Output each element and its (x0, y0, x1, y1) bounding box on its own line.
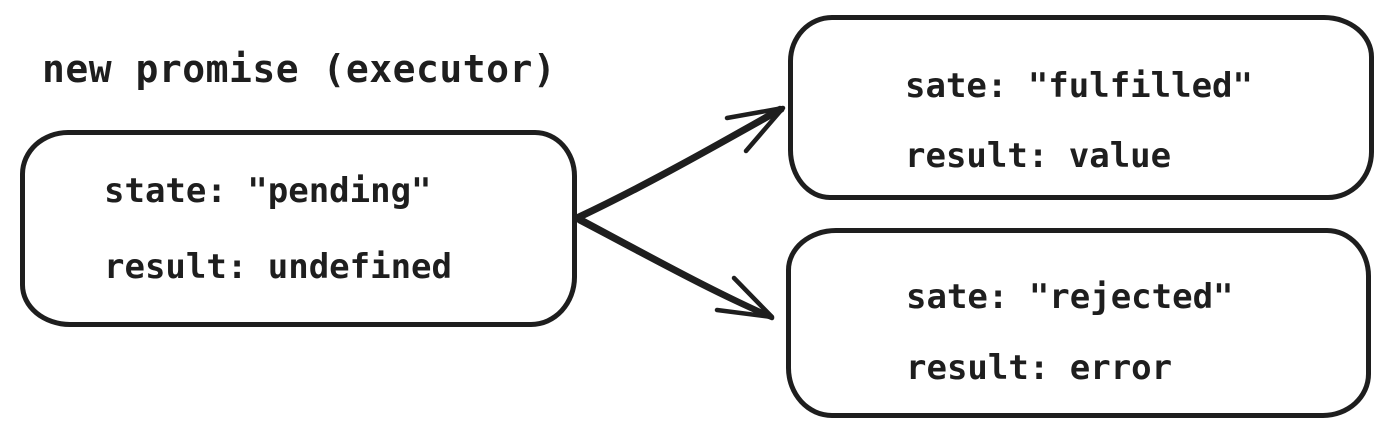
rejected-state-text: sate: "rejected" (906, 277, 1234, 317)
arrowhead-fulfilled (724, 105, 786, 154)
arrow-to-fulfilled (573, 105, 786, 223)
arrow-to-rejected (573, 213, 775, 321)
arrowhead-rejected (714, 275, 775, 320)
rejected-result-text: result: error (906, 348, 1173, 388)
diagram-title: new promise (executor) (42, 47, 557, 91)
pending-result-text: result: undefined (104, 247, 452, 287)
promise-fulfilled-node: sate: "fulfilled" result: value (788, 15, 1374, 200)
pending-state-text: state: "pending" (104, 171, 432, 211)
fulfilled-state-text: sate: "fulfilled" (905, 66, 1253, 106)
promise-pending-node: state: "pending" result: undefined (20, 130, 577, 327)
promise-rejected-node: sate: "rejected" result: error (786, 228, 1371, 418)
fulfilled-result-text: result: value (905, 136, 1172, 176)
